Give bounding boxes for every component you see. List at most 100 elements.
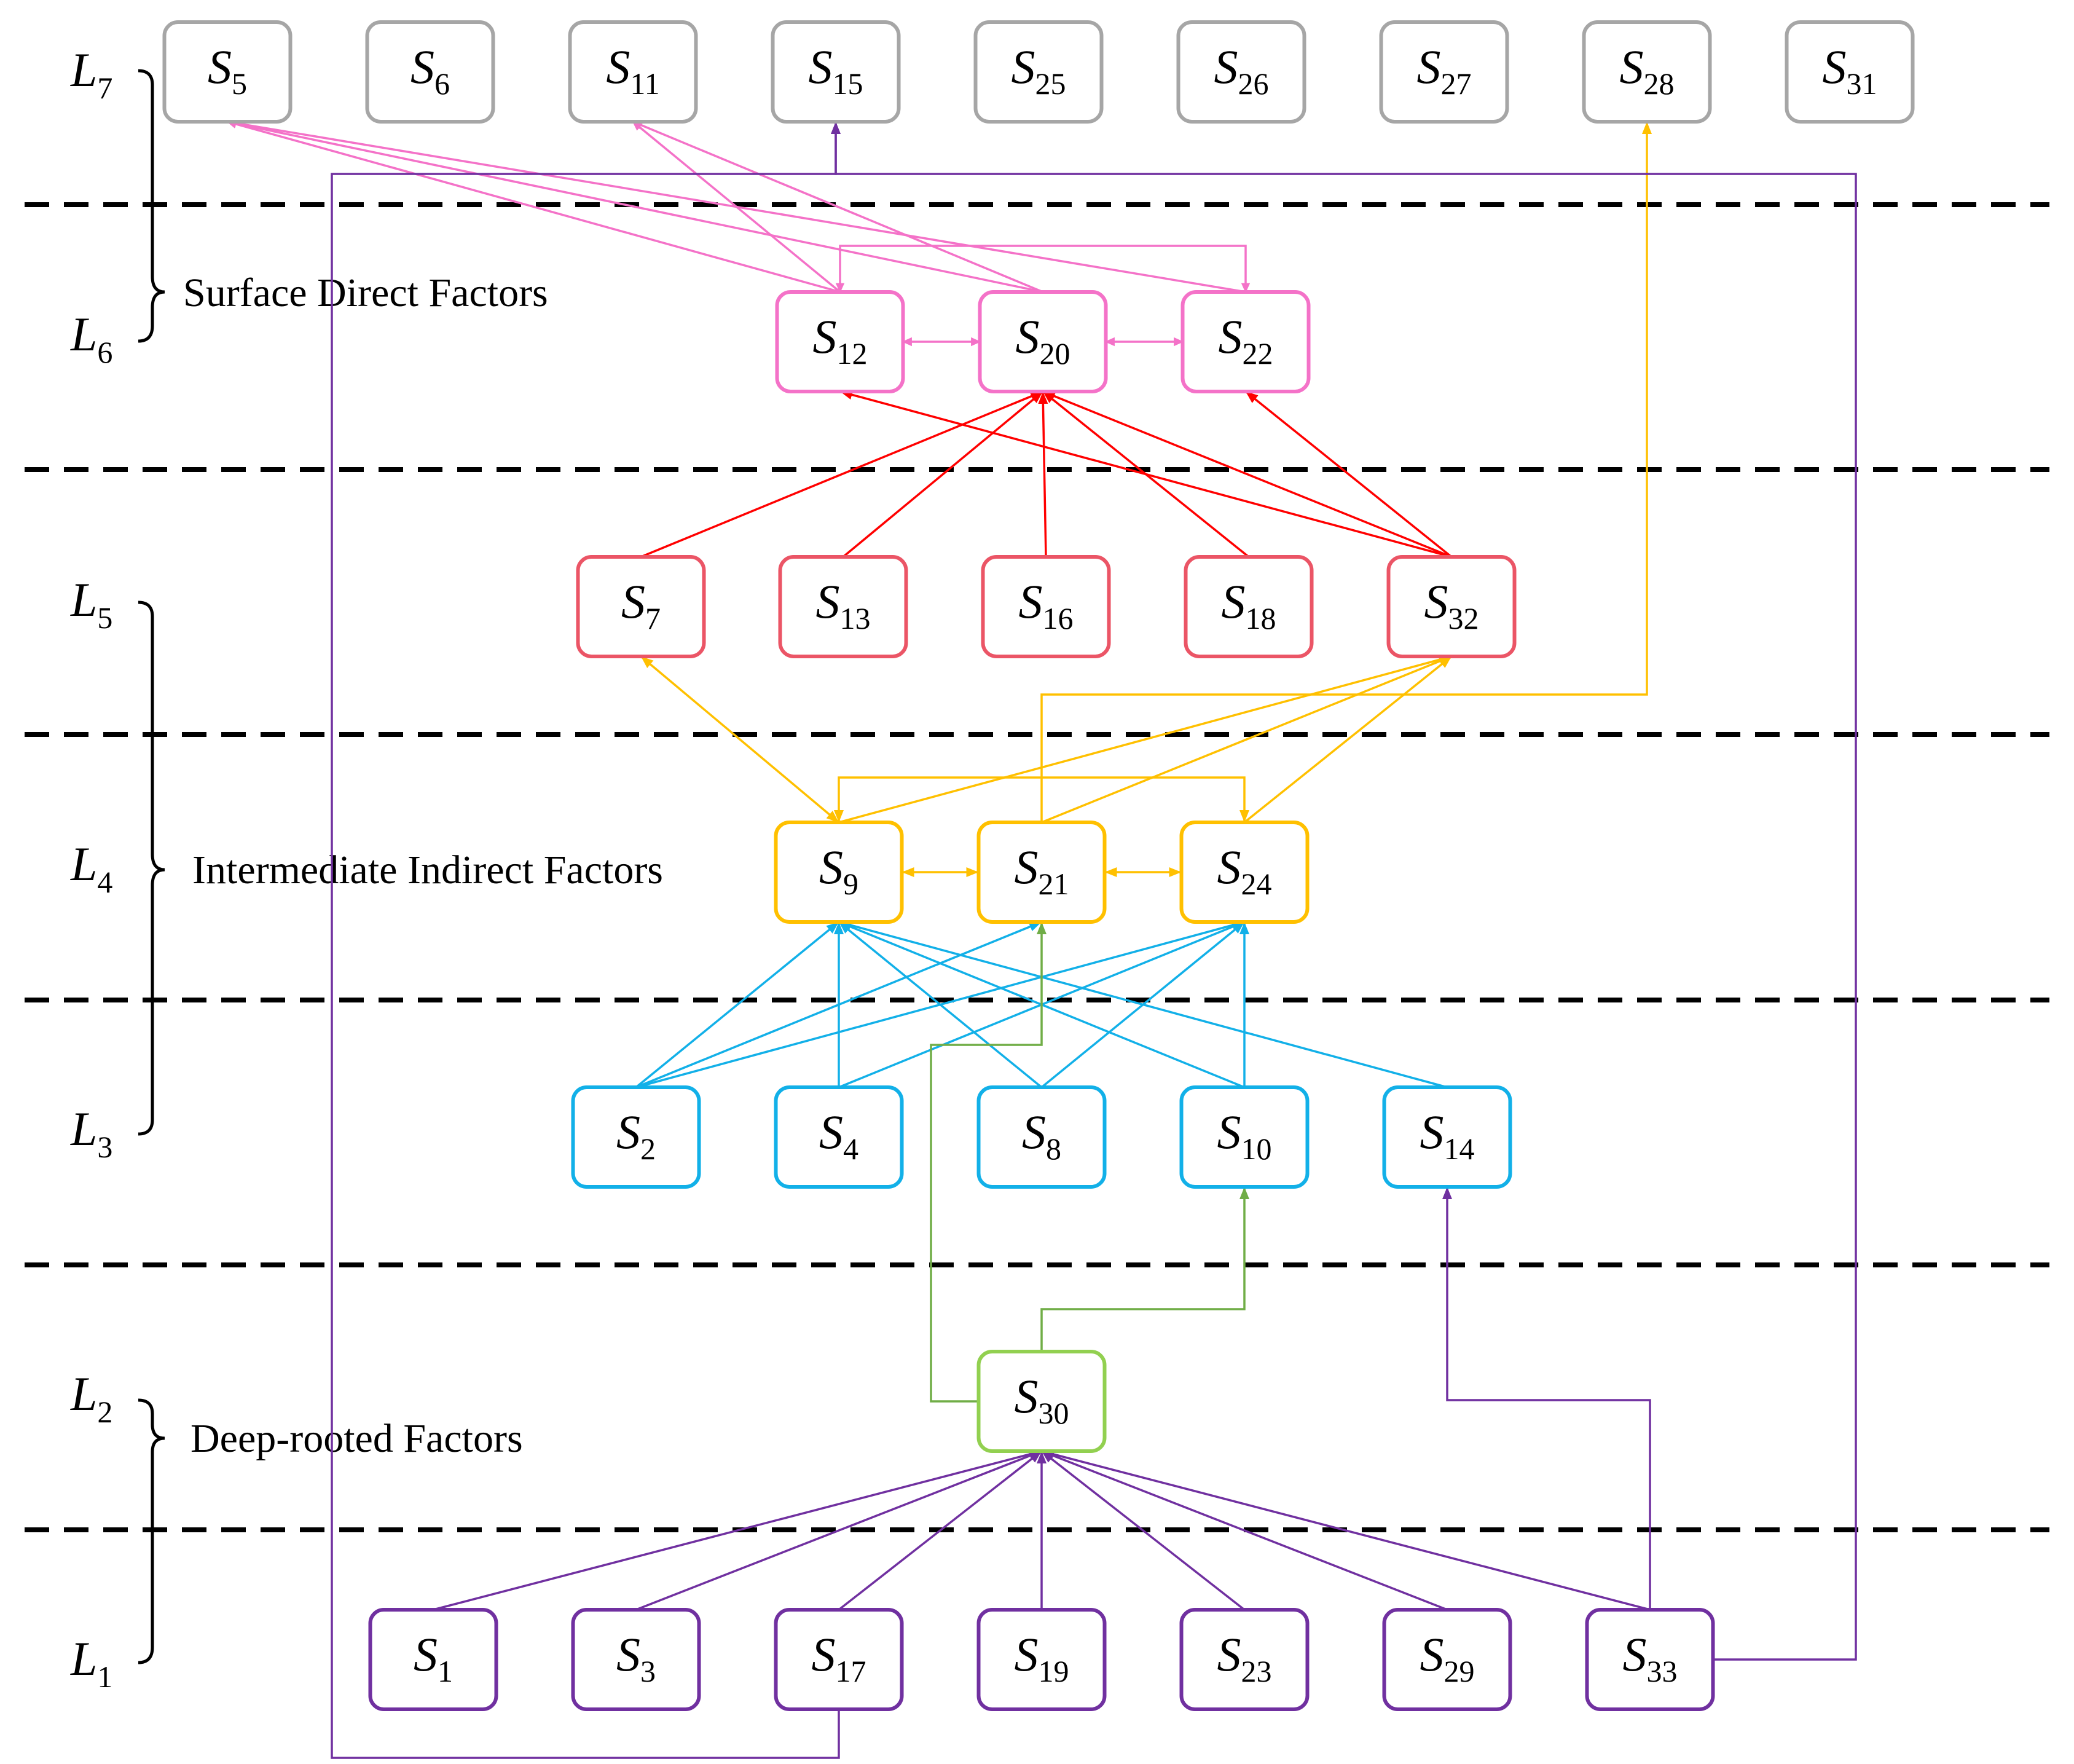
node-label: S32 — [1424, 575, 1479, 636]
group-labels: Surface Direct Factors Intermediate Indi… — [183, 270, 663, 1461]
brace-surface — [138, 69, 165, 343]
edge-s13-to-s20 — [842, 390, 1044, 558]
node-s2: S2 — [571, 1085, 701, 1189]
node-label: S15 — [809, 40, 863, 101]
edge-s17-to-s15 — [331, 122, 841, 1759]
node-label: S2 — [616, 1105, 656, 1166]
node-s6: S6 — [365, 20, 495, 124]
edge-s12-to-s11 — [632, 120, 841, 293]
level-label: L1 — [70, 1632, 112, 1694]
node-s18: S18 — [1184, 555, 1314, 658]
brace-deep — [138, 1398, 165, 1664]
node-s1: S1 — [368, 1608, 498, 1711]
node-s17: S17 — [774, 1608, 904, 1711]
node-s29: S29 — [1382, 1608, 1512, 1711]
edge-s12-to-s22 — [835, 245, 1251, 293]
edge-s29-to-s30 — [1041, 1450, 1448, 1611]
node-s15: S15 — [771, 20, 901, 124]
node-box — [1382, 1608, 1512, 1711]
edge-s24-to-s32 — [1243, 655, 1453, 824]
edge-s23-to-s30 — [1040, 1450, 1246, 1611]
node-box — [1179, 821, 1310, 924]
node-s3: S3 — [571, 1608, 701, 1711]
node-label: S14 — [1420, 1105, 1475, 1166]
node-label: S6 — [410, 40, 450, 101]
edge-s9-to-s7 — [640, 655, 840, 824]
node-s23: S23 — [1179, 1608, 1310, 1711]
node-label: S27 — [1417, 40, 1472, 101]
node-label: S33 — [1623, 1628, 1678, 1688]
node-box — [576, 555, 706, 658]
node-s7: S7 — [576, 555, 706, 658]
edge-s16-to-s20 — [1038, 391, 1048, 557]
edge-s20-to-s11 — [632, 120, 1043, 293]
node-label: S26 — [1214, 40, 1269, 101]
group-label-surface: Surface Direct Factors — [183, 270, 548, 315]
node-s11: S11 — [568, 20, 698, 124]
edge-s20-to-s5 — [226, 119, 1043, 293]
edge-s3-to-s30 — [635, 1450, 1042, 1611]
node-box — [571, 1608, 701, 1711]
node-label: S29 — [1420, 1628, 1475, 1688]
edge-s12-to-s5 — [226, 119, 841, 293]
node-s19: S19 — [976, 1608, 1107, 1711]
node-box — [778, 555, 908, 658]
node-box — [775, 290, 905, 393]
node-box — [1582, 20, 1712, 124]
node-label: S13 — [816, 575, 871, 636]
node-box — [978, 290, 1108, 393]
node-box — [774, 1608, 904, 1711]
node-s10: S10 — [1179, 1085, 1310, 1189]
node-box — [1176, 20, 1306, 124]
node-label: S23 — [1217, 1628, 1272, 1688]
edge-s30-to-s10 — [1040, 1187, 1249, 1352]
group-label-deep: Deep-rooted Factors — [191, 1416, 523, 1461]
node-box — [973, 20, 1104, 124]
node-s5: S5 — [162, 20, 293, 124]
edge-s9-to-s32 — [838, 655, 1452, 824]
node-box — [771, 20, 901, 124]
node-s8: S8 — [976, 1085, 1107, 1189]
edge-s2-to-s9 — [635, 921, 840, 1089]
edge-s21-to-s28 — [1040, 122, 1652, 822]
node-label: S12 — [813, 310, 868, 371]
node-s14: S14 — [1382, 1085, 1512, 1189]
brace-intermediate — [138, 600, 165, 1136]
level-label: L4 — [70, 837, 112, 899]
node-label: S1 — [414, 1628, 453, 1688]
edge-s30-to-s21 — [930, 922, 1047, 1403]
group-braces — [138, 69, 165, 1664]
node-label: S9 — [819, 840, 858, 901]
edge-s21-to-s32 — [1041, 655, 1452, 824]
node-box — [976, 1085, 1107, 1189]
node-label: S11 — [606, 40, 659, 101]
node-box — [1379, 20, 1509, 124]
node-box — [774, 1085, 904, 1189]
node-s4: S4 — [774, 1085, 904, 1189]
node-s31: S31 — [1785, 20, 1915, 124]
node-box — [1386, 555, 1517, 658]
node-s26: S26 — [1176, 20, 1306, 124]
node-box — [1180, 290, 1311, 393]
node-s21: S21 — [976, 821, 1107, 924]
edge-s14-to-s9 — [838, 920, 1448, 1089]
node-box — [1184, 555, 1314, 658]
node-label: S5 — [208, 40, 247, 101]
node-label: S21 — [1015, 840, 1069, 901]
edge-s33-to-s14 — [1442, 1187, 1651, 1610]
node-s33: S33 — [1585, 1608, 1715, 1711]
edge-s32-to-s12 — [839, 390, 1452, 558]
node-box — [976, 1350, 1107, 1453]
level-labels: L7 L6 L5 L4 L3 L2 L1 — [70, 43, 112, 1694]
edge-s32-to-s22 — [1244, 390, 1453, 558]
level-label: L3 — [70, 1102, 112, 1164]
level-label: L5 — [70, 573, 112, 635]
node-label: S22 — [1219, 310, 1273, 371]
node-box — [1785, 20, 1915, 124]
node-s12: S12 — [775, 290, 905, 393]
level-label: L6 — [70, 307, 112, 369]
node-label: S7 — [621, 575, 661, 636]
node-s22: S22 — [1180, 290, 1311, 393]
edges-layer — [226, 119, 1857, 1759]
